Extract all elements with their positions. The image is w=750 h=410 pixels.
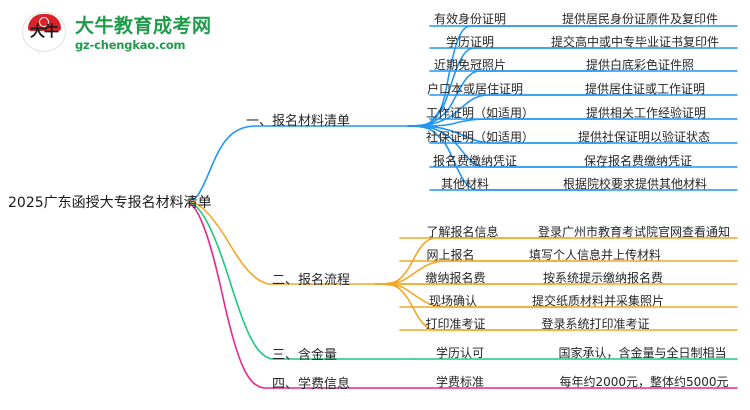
detail-1-2[interactable]: 提交高中或中专毕业证书复印件	[550, 35, 719, 49]
logo-badge-text: 大牛	[29, 22, 59, 40]
logo-bubble-icon: 大牛	[22, 12, 68, 56]
topic-2-4[interactable]: 现场确认	[428, 294, 477, 308]
topic-1-8[interactable]: 其他材料	[440, 177, 489, 191]
topic-1-7[interactable]: 报名费缴纳凭证	[432, 154, 517, 168]
topic-1-6[interactable]: 社保证明（如适用）	[425, 130, 534, 144]
detail-1-4[interactable]: 提供居住证或工作证明	[584, 82, 705, 96]
detail-2-3[interactable]: 按系统提示缴纳报名费	[542, 271, 663, 285]
branch-label-2[interactable]: 二、报名流程	[272, 273, 351, 288]
detail-1-5[interactable]: 提供相关工作经验证明	[585, 106, 706, 120]
topic-1-1[interactable]: 有效身份证明	[433, 12, 506, 26]
wire-root-b1	[187, 125, 409, 201]
topic-1-5[interactable]: 工作证明（如适用）	[425, 106, 534, 120]
branch-label-4[interactable]: 四、学费信息	[272, 377, 351, 392]
detail-2-4[interactable]: 提交纸质材料并采集照片	[531, 294, 664, 308]
topic-1-3[interactable]: 近期免冠照片	[433, 58, 506, 72]
topic-2-1[interactable]: 了解报名信息	[426, 225, 499, 239]
detail-4-1[interactable]: 每年约2000元，整体约5000元	[559, 375, 729, 389]
detail-1-3[interactable]: 提供白底彩色证件照	[585, 58, 694, 72]
detail-3-1[interactable]: 国家承认，含金量与全日制相当	[558, 346, 727, 360]
detail-1-7[interactable]: 保存报名费缴纳凭证	[583, 154, 692, 168]
topic-1-2[interactable]: 学历证明	[445, 35, 494, 49]
topic-3-1[interactable]: 学历认可	[435, 346, 484, 360]
topic-4-1[interactable]: 学费标准	[435, 375, 484, 389]
topic-2-2[interactable]: 网上报名	[426, 248, 475, 262]
topic-1-4[interactable]: 户口本或居住证明	[426, 82, 523, 96]
detail-2-5[interactable]: 登录系统打印准考证	[541, 317, 650, 331]
branch-label-3[interactable]: 三、含金量	[272, 348, 338, 363]
site-logo: 大牛 大牛教育成考网 gz-chengkao.com	[22, 12, 212, 56]
logo-title: 大牛教育成考网	[75, 14, 212, 37]
branch-label-1[interactable]: 一、报名材料清单	[246, 114, 351, 129]
logo-domain: gz-chengkao.com	[75, 37, 186, 52]
topic-2-3[interactable]: 缴纳报名费	[425, 271, 486, 285]
detail-2-1[interactable]: 登录广州市教育考试院官网查看通知	[537, 225, 730, 239]
detail-1-1[interactable]: 提供居民身份证原件及复印件	[561, 12, 718, 26]
detail-2-2[interactable]: 填写个人信息并上传材料	[528, 248, 661, 262]
topic-2-5[interactable]: 打印准考证	[425, 317, 486, 331]
detail-1-6[interactable]: 提供社保证明以验证状态	[577, 130, 710, 144]
root-node[interactable]: 2025广东函授大专报名材料清单	[8, 195, 212, 211]
detail-1-8[interactable]: 根据院校要求提供其他材料	[562, 177, 707, 191]
